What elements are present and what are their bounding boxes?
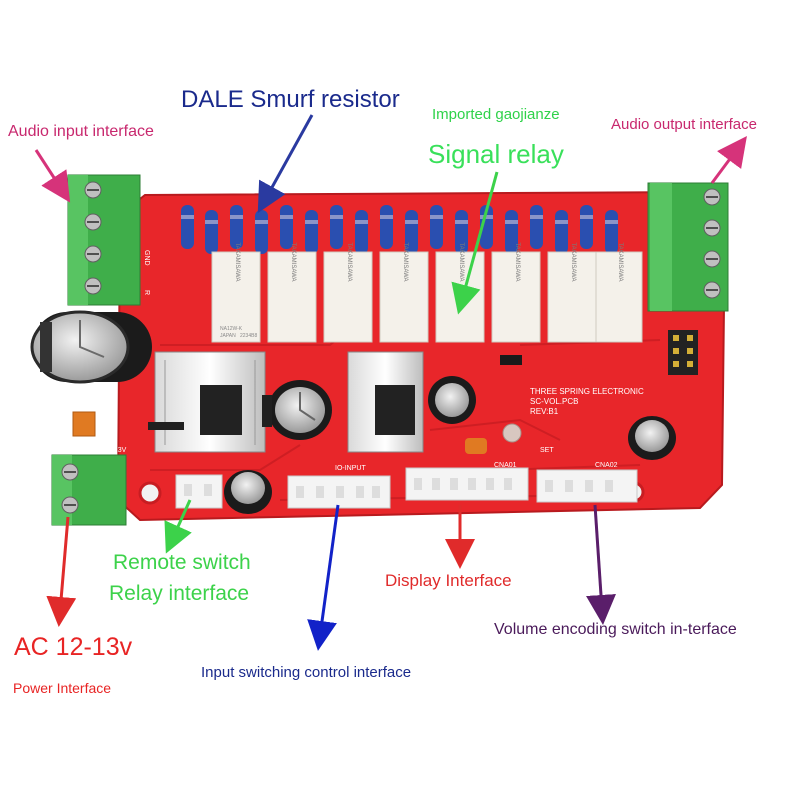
relay: TAKAMISAWA <box>323 242 373 343</box>
power-terminal <box>51 454 127 526</box>
remote-relay-connector <box>175 474 223 509</box>
capacitor <box>224 470 272 514</box>
heatsink-right <box>347 351 424 453</box>
gnd-label: GND <box>143 250 150 266</box>
relay-markings: NA12W-K JAPAN 2234B8 <box>220 326 257 339</box>
resistor <box>455 210 468 254</box>
signal-relay-label: Signal relay <box>428 139 564 169</box>
arrow-volume <box>586 504 616 625</box>
set-label: SET <box>540 447 554 454</box>
resistor <box>355 210 368 254</box>
arrow-audio-output <box>710 135 747 184</box>
relay-code: 2234B8 <box>240 333 257 339</box>
orange-capacitor <box>465 438 487 454</box>
relay: TAKAMISAWA <box>435 242 485 343</box>
resistor <box>530 205 543 249</box>
remote-switch-label: Remote switch <box>113 551 251 574</box>
display-interface-label: Display Interface <box>385 571 512 590</box>
io-input-label: IO-INPUT <box>335 465 366 472</box>
silk-line3: REV:B1 <box>530 407 559 416</box>
relay-row: TAKAMISAWA TAKAMISAWA TAKAMISAWA TAKAMIS… <box>211 242 643 343</box>
relay-brand: TAKAMISAWA <box>458 242 464 281</box>
ic <box>500 355 522 365</box>
relay-brand: TAKAMISAWA <box>234 242 240 281</box>
diode <box>148 422 184 430</box>
resistor <box>380 205 393 249</box>
resistor <box>255 210 268 254</box>
ac-voltage-label: AC 12-13v <box>14 633 133 661</box>
resistor <box>181 205 194 249</box>
audio-output-terminal <box>647 182 729 312</box>
arrow-dale <box>257 114 314 214</box>
audio-input-terminal <box>67 174 141 306</box>
heatsink-left <box>154 351 266 453</box>
ac-label: AC~13V <box>100 447 127 454</box>
dale-resistor-label: DALE Smurf resistor <box>181 86 400 113</box>
capacitor <box>628 416 676 460</box>
display-connector <box>405 467 529 501</box>
pin-header <box>668 330 698 375</box>
relay-brand: TAKAMISAWA <box>617 242 623 281</box>
relay-brand: TAKAMISAWA <box>514 242 520 281</box>
relay: TAKAMISAWA <box>595 242 643 343</box>
relay: TAKAMISAWA <box>211 242 261 343</box>
led <box>502 423 522 443</box>
relay: TAKAMISAWA <box>267 242 317 343</box>
resistor <box>480 205 493 249</box>
arrow-power <box>46 516 77 627</box>
input-switch-connector <box>287 475 391 509</box>
relay-model: NA12W-K <box>220 326 243 332</box>
audio-input-label: Audio input interface <box>8 123 154 140</box>
power-interface-label: Power Interface <box>13 680 112 696</box>
arrow-input-switch <box>307 504 340 651</box>
resistor <box>305 210 318 254</box>
diode <box>262 395 272 427</box>
audio-output-label: Audio output interface <box>611 116 757 133</box>
resistor <box>605 210 618 254</box>
relay-origin: JAPAN <box>220 333 236 339</box>
relay: TAKAMISAWA <box>379 242 429 343</box>
relay: TAKAMISAWA <box>547 242 597 343</box>
resistor-row <box>181 205 618 254</box>
arrow-signal-relay <box>451 171 499 315</box>
relay-brand: TAKAMISAWA <box>402 242 408 281</box>
relay-brand: TAKAMISAWA <box>346 242 352 281</box>
resistor <box>330 205 343 249</box>
resistor <box>555 210 568 254</box>
volume-encoding-label: Volume encoding switch in-terface <box>494 621 737 638</box>
relay-brand: TAKAMISAWA <box>570 242 576 281</box>
resistor <box>230 205 243 249</box>
cna02-label: CNA02 <box>595 462 618 469</box>
relay-brand: TAKAMISAWA <box>290 242 296 281</box>
resistor <box>580 205 593 249</box>
volume-connector <box>536 469 638 503</box>
r-label: R <box>143 290 150 295</box>
resistor <box>280 205 293 249</box>
resistor <box>430 205 443 249</box>
resistor <box>405 210 418 254</box>
capacitor <box>428 376 476 424</box>
cna01-label: CNA01 <box>494 462 517 469</box>
arrow-remote <box>164 499 192 554</box>
silk-line1: THREE SPRING ELECTRONIC <box>530 387 644 396</box>
resistor <box>505 210 518 254</box>
relay-interface-label: Relay interface <box>109 582 250 605</box>
input-switching-label: Input switching control interface <box>201 664 412 681</box>
resistor <box>205 210 218 254</box>
silk-line2: SC-VOL.PCB <box>530 397 578 406</box>
silkscreen: THREE SPRING ELECTRONIC SC-VOL.PCB REV:B… <box>530 387 644 416</box>
fuse <box>72 411 96 437</box>
imported-label: Imported gaojianze <box>432 106 560 123</box>
capacitor <box>268 380 332 440</box>
arrow-audio-input <box>34 149 71 203</box>
mount-hole <box>138 481 162 505</box>
relay: TAKAMISAWA <box>491 242 541 343</box>
filter-capacitor <box>30 310 152 384</box>
